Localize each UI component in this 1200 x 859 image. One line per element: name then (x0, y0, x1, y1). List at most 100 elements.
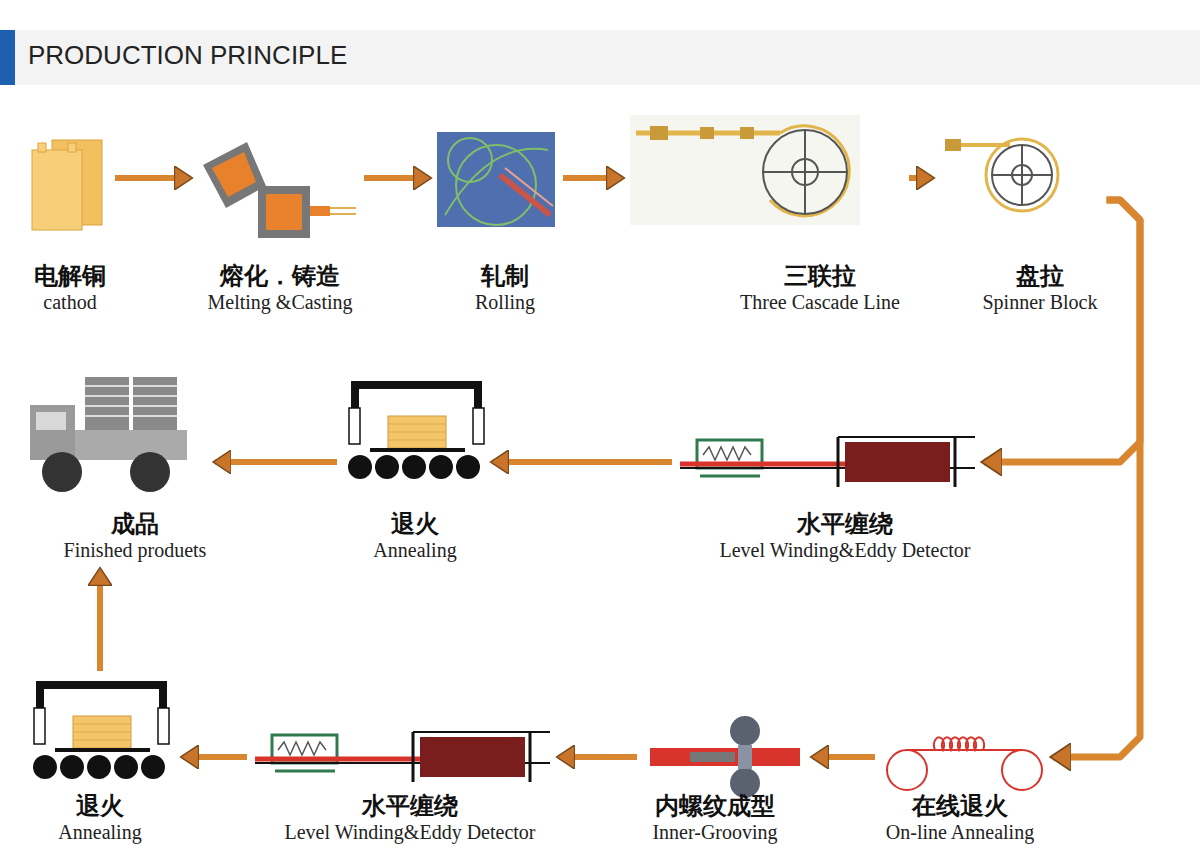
step-label: 内螺纹成型Inner-Grooving (651, 792, 779, 844)
flow-arrow (97, 570, 103, 671)
step-name-zh: 退火 (372, 510, 458, 538)
step-label: 在线退火On-line Annealing (885, 792, 1036, 844)
step-label: 盘拉Spinner Block (982, 262, 1099, 314)
rolling-mill-picture (505, 168, 553, 206)
flow-arrow (559, 754, 637, 760)
step-name-zh: 电解铜 (33, 262, 107, 290)
process-step: 退火Annealing (341, 375, 489, 566)
step-name-zh: 三联拉 (739, 262, 901, 290)
step-name-zh: 盘拉 (982, 262, 1099, 290)
process-step: 成品Finished produets (24, 372, 212, 566)
flow-arrow (1053, 200, 1140, 757)
step-label: 三联拉Three Cascade Line (739, 262, 901, 314)
truck-picture (85, 395, 129, 397)
online-annealing-picture (934, 737, 984, 750)
step-name-en: On-line Annealing (885, 820, 1036, 844)
flow-arrow (813, 754, 875, 760)
step-label: 水平缠绕Level Winding&Eddy Detector (284, 792, 537, 844)
step-label: 轧制Rolling (474, 262, 537, 314)
level-winder-symbol (255, 732, 550, 782)
process-step: 电解铜cathod (26, 135, 111, 318)
step-name-en: Finished produets (63, 538, 208, 562)
diagram-title: PRODUCTION PRINCIPLE (28, 40, 347, 71)
step-name-en: Three Cascade Line (739, 290, 901, 314)
drawing-line-picture (763, 130, 847, 214)
spinner-block-picture (945, 139, 1058, 211)
step-label: 电解铜cathod (33, 262, 107, 314)
step-name-en: Spinner Block (982, 290, 1099, 314)
level-winder-symbol (680, 437, 975, 487)
step-name-en: cathod (33, 290, 107, 314)
flow-arrow (216, 459, 338, 465)
furnace-symbol (330, 213, 356, 215)
spinner-block-picture (945, 139, 961, 151)
truck-picture (85, 377, 129, 430)
flow-arrow (115, 175, 190, 181)
step-name-en: Annealing (57, 820, 143, 844)
step-name-en: Level Winding&Eddy Detector (719, 538, 972, 562)
process-step: 水平缠绕Level Winding&Eddy Detector (676, 433, 980, 566)
online-annealing-picture (907, 749, 1022, 751)
truck-picture (133, 377, 177, 430)
drawing-line-picture (770, 126, 849, 216)
truck-picture (30, 377, 187, 492)
inner-grooving-picture (690, 752, 735, 762)
step-name-zh: 水平缠绕 (719, 510, 972, 538)
furnace-symbol (203, 142, 266, 208)
spinner-block-picture (986, 139, 1058, 211)
step-name-zh: 内螺纹成型 (651, 792, 779, 820)
inner-grooving-picture (650, 716, 800, 798)
drawing-line-picture (700, 127, 714, 139)
step-name-en: Inner-Grooving (651, 820, 779, 844)
step-name-zh: 轧制 (474, 262, 537, 290)
truck-picture (75, 430, 187, 460)
truck-picture (42, 452, 82, 492)
truck-picture (133, 385, 177, 387)
process-step: 水平缠绕Level Winding&Eddy Detector (251, 733, 555, 848)
step-name-zh: 成品 (63, 510, 208, 538)
process-step: 熔化．铸造Melting &Casting (194, 130, 360, 318)
truck-picture (133, 405, 177, 407)
furnace-symbol (258, 186, 310, 238)
step-label: 水平缠绕Level Winding&Eddy Detector (719, 510, 972, 562)
spinner-block-picture (992, 145, 1052, 205)
cathode-plates (38, 143, 46, 152)
truck-picture (85, 386, 177, 416)
flow-arrow (984, 200, 1140, 462)
inner-grooving-picture (650, 748, 800, 766)
flow-arrow (909, 175, 932, 181)
step-name-en: Level Winding&Eddy Detector (284, 820, 537, 844)
furnace-symbol (266, 194, 302, 230)
truck-picture (30, 405, 75, 460)
flow-arrow (364, 175, 429, 181)
cathode-plates (32, 150, 82, 230)
truck-picture (85, 415, 129, 417)
cathode-plates (68, 143, 76, 152)
process-step: 三联拉Three Cascade Line (626, 115, 905, 318)
truck-picture (133, 395, 177, 397)
drawing-line-picture (804, 130, 806, 214)
annealing-furnace-symbol (33, 685, 169, 779)
step-name-zh: 熔化．铸造 (207, 262, 354, 290)
step-name-en: Annealing (372, 538, 458, 562)
drawing-line-picture (740, 127, 754, 139)
furnace-symbol (212, 152, 256, 197)
rolling-mill-picture (500, 175, 550, 215)
step-label: 成品Finished produets (63, 510, 208, 562)
flow-arrow (493, 459, 672, 465)
step-name-zh: 在线退火 (885, 792, 1036, 820)
drawing-line-picture (630, 115, 860, 225)
truck-picture (133, 415, 177, 417)
truck-picture (36, 412, 66, 430)
process-step: 盘拉Spinner Block (936, 135, 1103, 318)
drawing-line-picture (650, 126, 668, 140)
flow-arrow (183, 754, 247, 760)
step-name-en: Melting &Casting (207, 290, 354, 314)
step-name-zh: 水平缠绕 (284, 792, 537, 820)
title-accent (0, 30, 15, 85)
truck-picture (85, 385, 129, 387)
step-name-zh: 退火 (57, 792, 143, 820)
truck-picture (130, 452, 170, 492)
